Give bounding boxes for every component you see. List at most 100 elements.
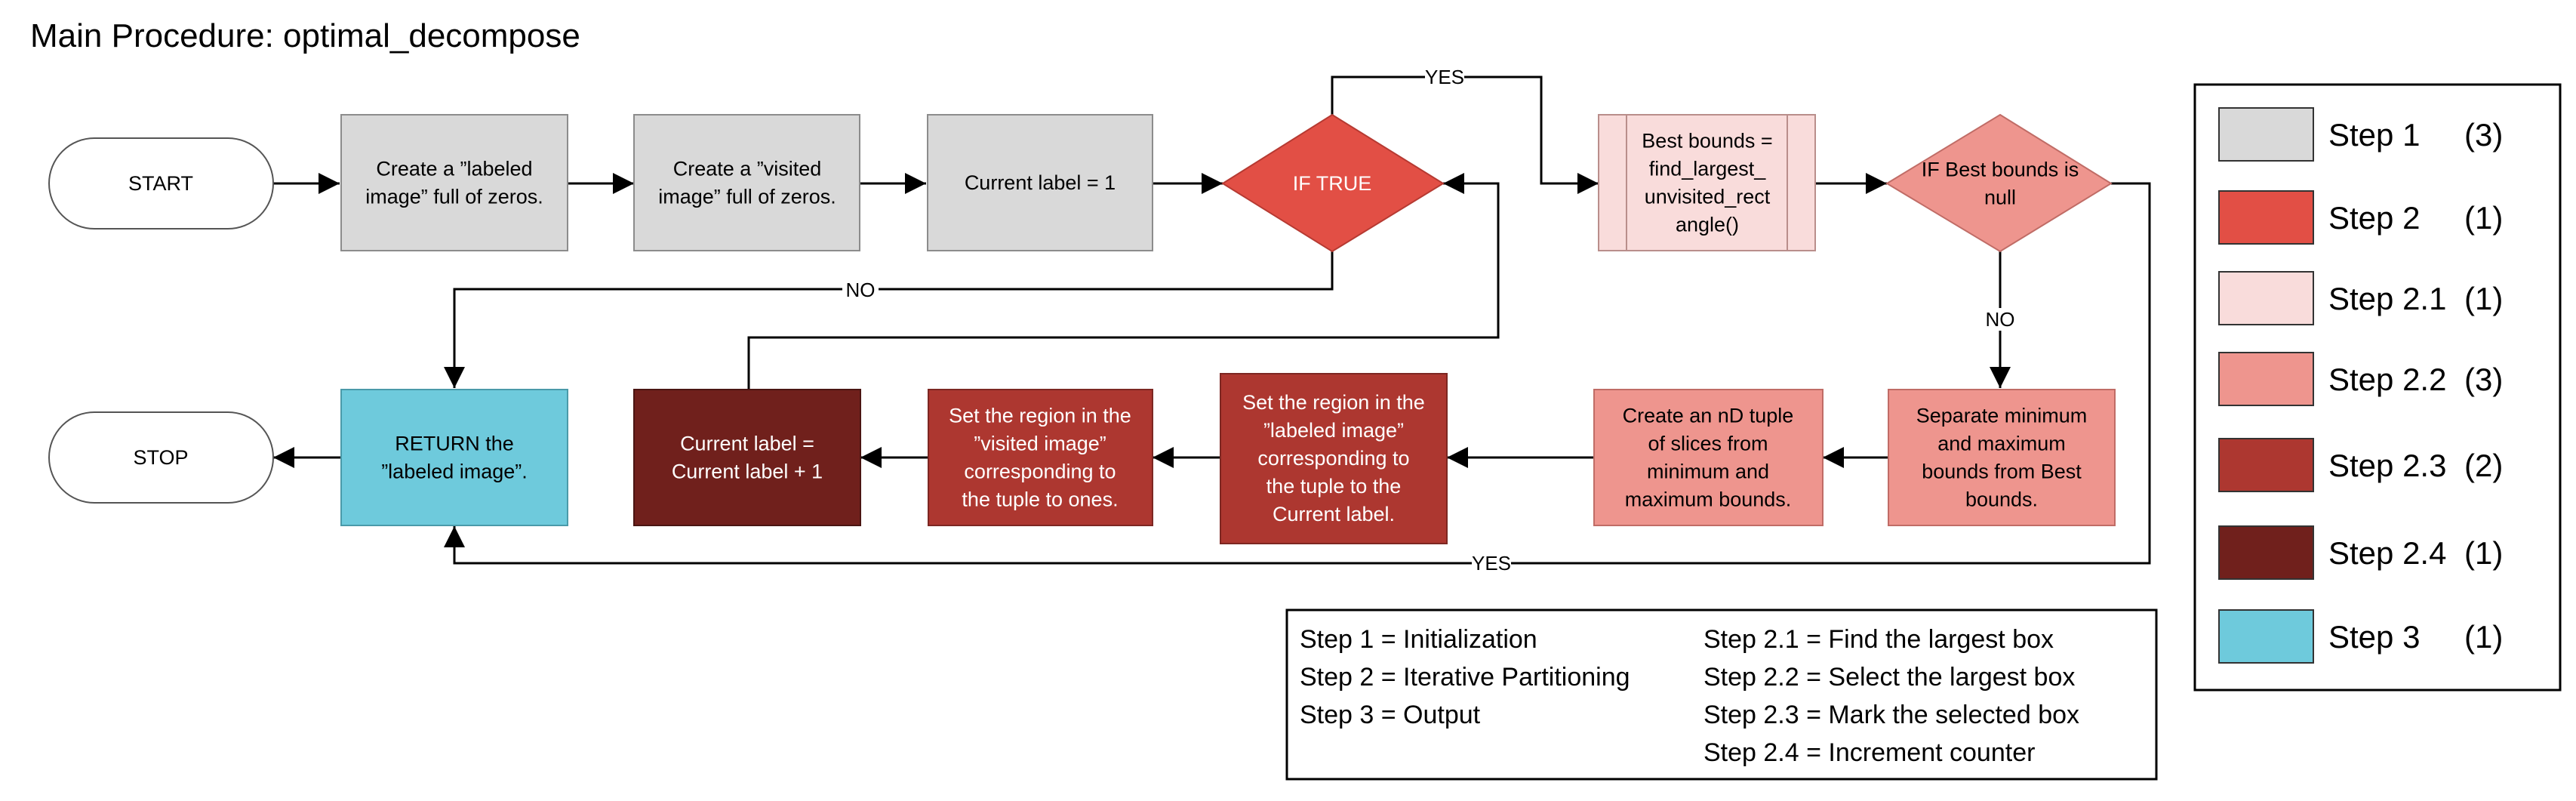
node-text: Create an nD tuple of slices from minimum … — [1623, 405, 1794, 511]
node-text-line: Current label = — [680, 433, 814, 455]
node-text: Create a ”visited image” full of zeros. — [658, 158, 836, 208]
legend-swatch — [2218, 352, 2314, 406]
yes-top-label: YES — [1425, 66, 1464, 88]
legend-swatch — [2218, 438, 2314, 492]
legend-swatch — [2218, 525, 2314, 580]
arrow-if-true-no-to-return — [444, 251, 1334, 388]
node-text-line: IF Best bounds is — [1922, 159, 2079, 181]
definition-step-2: Step 2 = Iterative Partitioning — [1300, 663, 1630, 692]
separate-bounds-box: Separate minimum and maximum bounds from B… — [1888, 389, 2116, 526]
page-title: Main Procedure: optimal_decompose — [30, 17, 580, 54]
legend-step-count: (2) — [2464, 448, 2503, 483]
legend-step-count: (1) — [2464, 281, 2503, 316]
set-labeled-region-box: Set the region in the ”labeled image” corr… — [1220, 373, 1448, 544]
node-text: Set the region in the ”labeled image” corr… — [1242, 391, 1425, 525]
node-text-line: STOP — [133, 446, 188, 469]
node-text-line: Current label + 1 — [672, 461, 823, 483]
legend-item: Step 2.3 (2) — [2218, 438, 2503, 492]
connectors — [273, 75, 2151, 565]
node-text-line: null — [1984, 186, 2016, 209]
node-text-line: Create a ”visited — [673, 158, 822, 180]
node-text-line: Separate minimum — [1916, 405, 2088, 427]
node-text-line: unvisited_rect — [1645, 186, 1771, 208]
arrow-if-true-yes-to-best-bounds — [1331, 75, 1599, 194]
create-visited-image-box: Create a ”visited image” full of zeros. — [633, 114, 860, 251]
set-visited-region-box: Set the region in the”visited image”corr… — [928, 389, 1153, 526]
legend-item: Step 1(3) — [2218, 107, 2503, 162]
definition-step-2-2: Step 2.2 = Select the largest box — [1703, 663, 2075, 692]
arrow-if-null-yes-to-return — [444, 182, 2151, 565]
connector-labels: YES NO NO YES — [842, 66, 2019, 575]
create-labeled-image-box: Create a ”labeled image” full of zeros. — [340, 114, 568, 251]
legend-swatch — [2218, 107, 2314, 162]
legend-step-label: Step 2.2 — [2328, 362, 2446, 397]
node-text-line: START — [128, 172, 193, 195]
start-terminal: START — [48, 137, 274, 230]
node-text-line: bounds. — [1965, 488, 2038, 511]
no-down-label: NO — [1986, 308, 2015, 331]
node-text-line: ”labeled image” — [1263, 419, 1404, 442]
legend-step-label: Step 3 — [2328, 619, 2420, 655]
create-tuple-box: Create an nD tuple of slices from minimum … — [1593, 389, 1824, 526]
node-text-line: Set the region in the — [949, 405, 1131, 427]
node-text-line: the tuple to ones. — [962, 488, 1118, 511]
return-labeled-image-box: RETURN the”labeled image”. — [340, 389, 568, 526]
legend-item: Step 2.4 (1) — [2218, 525, 2503, 580]
legend-item: Step 2 (1) — [2218, 190, 2503, 245]
definition-step-1: Step 1 = Initialization — [1300, 625, 1537, 654]
node-text-line: the tuple to the — [1266, 475, 1402, 498]
node-text-line: image” full of zeros. — [658, 186, 836, 208]
legend-swatch — [2218, 609, 2314, 664]
legend-item: Step 2.1(1) — [2218, 271, 2503, 325]
legend-step-label: Step 2.3 — [2328, 448, 2446, 483]
node-text-line: Create a ”labeled — [376, 158, 532, 180]
node-text: IF Best bounds is null — [1922, 159, 2079, 209]
node-text: Set the region in the”visited image”corr… — [949, 405, 1131, 511]
legend-step-count: (1) — [2464, 619, 2503, 655]
node-text-line: bounds from Best — [1922, 461, 2082, 483]
node-text: Current label = Current label + 1 — [672, 433, 823, 483]
node-text-line: Current label = 1 — [965, 171, 1116, 194]
definition-step-2-4: Step 2.4 = Increment counter — [1703, 738, 2035, 767]
legend-step-label: Step 2 — [2328, 200, 2420, 236]
node-text: RETURN the”labeled image”. — [381, 433, 528, 483]
node-text-line: maximum bounds. — [1625, 488, 1792, 511]
node-text: IF TRUE — [1293, 172, 1372, 195]
legend-item: Step 2.2(3) — [2218, 352, 2503, 406]
legend-step-count: (1) — [2464, 535, 2503, 571]
node-text-line: corresponding to — [964, 461, 1116, 483]
node-text-line: corresponding to — [1257, 447, 1409, 470]
definition-step-3: Step 3 = Output — [1300, 701, 1481, 729]
step-definitions-frame — [1285, 608, 2158, 781]
definition-step-2-3: Step 2.3 = Mark the selected box — [1703, 701, 2079, 729]
node-text-line: image” full of zeros. — [365, 186, 543, 208]
node-text: START — [128, 172, 193, 195]
legend-item: Step 3 (1) — [2218, 609, 2503, 664]
if-true-decision: IF TRUE — [1221, 113, 1445, 253]
node-text-line: Create an nD tuple — [1623, 405, 1794, 427]
node-text-line: Best bounds = — [1642, 130, 1772, 152]
legend-step-label: Step 1 — [2328, 117, 2420, 152]
legend-swatch — [2218, 271, 2314, 325]
legend-step-count: (1) — [2464, 200, 2503, 236]
node-text-line: of slices from — [1648, 433, 1768, 455]
node-text-line: IF TRUE — [1293, 172, 1372, 195]
current-label-init-box: Current label = 1 — [927, 114, 1153, 251]
step-definitions: Step 1 = Initialization Step 2 = Iterati… — [1285, 608, 2158, 781]
node-text-line: and maximum — [1937, 433, 2066, 455]
best-bounds-process-box: Best bounds =find_largest_unvisited_rect… — [1598, 114, 1816, 251]
definition-step-2-1: Step 2.1 = Find the largest box — [1703, 625, 2054, 654]
node-text-line: Set the region in the — [1242, 391, 1425, 414]
if-best-bounds-null-decision: IF Best bounds is null — [1885, 113, 2113, 253]
node-text: STOP — [133, 446, 188, 469]
node-text-line: angle() — [1676, 214, 1739, 236]
increment-label-box: Current label = Current label + 1 — [633, 389, 861, 526]
node-text: Current label = 1 — [965, 171, 1116, 194]
legend-swatch — [2218, 190, 2314, 245]
node-text: Create a ”labeled image” full of zeros. — [365, 158, 543, 208]
legend-step-label: Step 2.4 — [2328, 535, 2446, 571]
stop-terminal: STOP — [48, 411, 274, 504]
node-text-line: minimum and — [1647, 461, 1769, 483]
arrow-increment-loop-to-if-true — [747, 173, 1500, 390]
